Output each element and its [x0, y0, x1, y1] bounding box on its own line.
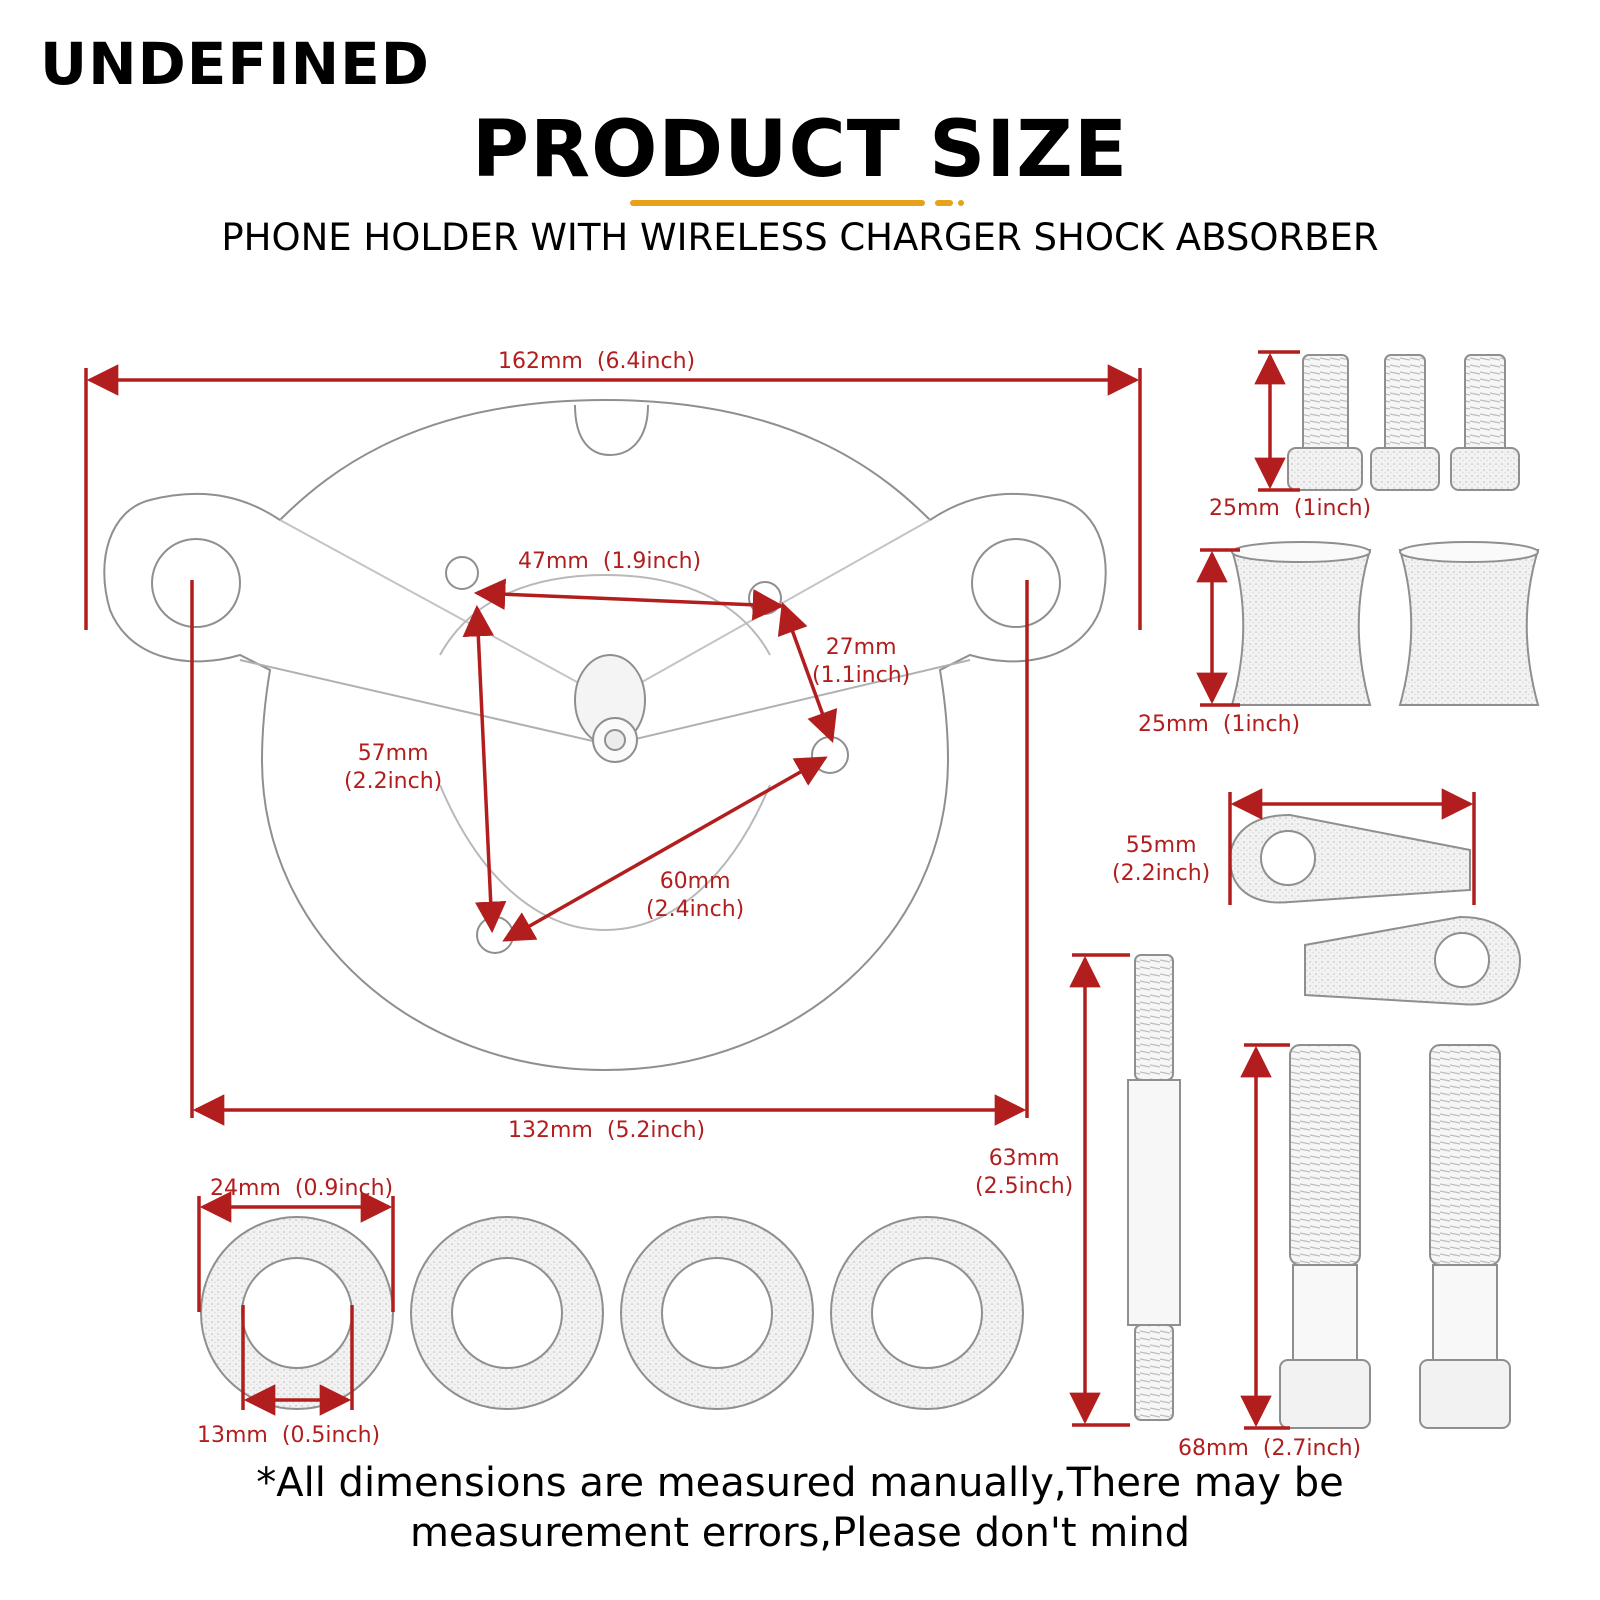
disclaimer-line-1: *All dimensions are measured manually,Th…: [256, 1460, 1344, 1506]
hole-57-label: 57mm(2.2inch): [344, 741, 443, 794]
bolts: [1279, 1044, 1511, 1429]
spacers: [1230, 541, 1540, 706]
page-subtitle: PHONE HOLDER WITH WIRELESS CHARGER SHOCK…: [221, 216, 1379, 259]
washers: [200, 1216, 1024, 1410]
screw-dimension: [1254, 350, 1300, 492]
hole-47-label: 47mm (1.9inch): [518, 549, 702, 574]
tab-length-label: 55mm(2.2inch): [1112, 833, 1211, 886]
hole-60-label: 60mm(2.4inch): [646, 869, 745, 922]
washer-inner-label: 13mm (0.5inch): [197, 1423, 381, 1448]
bolt-length-label: 68mm (2.7inch): [1178, 1436, 1362, 1461]
tabs: [1228, 813, 1522, 1006]
disclaimer-line-2: measurement errors,Please don't mind: [409, 1510, 1191, 1556]
stud-length-label: 63mm(2.5inch): [975, 1146, 1074, 1199]
page-title: PRODUCT SIZE: [471, 105, 1129, 195]
measurement-disclaimer: *All dimensions are measured manually,Th…: [0, 1458, 1600, 1558]
stud: [1127, 954, 1181, 1421]
plate-width-label: 162mm (6.4inch): [498, 349, 696, 374]
mount-span-label: 132mm (5.2inch): [508, 1118, 706, 1143]
tab-dimension: [1228, 788, 1476, 905]
spacer-dimension: [1196, 548, 1240, 707]
bolt-dimension: [1240, 1043, 1290, 1430]
brand-logo: UNDEFINED: [40, 30, 430, 98]
mounting-plate: [103, 398, 1107, 1072]
screw-length-label: 25mm (1inch): [1209, 496, 1372, 521]
title-underline: [630, 200, 964, 206]
washer-dimension: [197, 1191, 395, 1416]
plate-dimension-lines: [84, 364, 1142, 1126]
screws: [1287, 354, 1520, 491]
hole-27-label: 27mm(1.1inch): [812, 635, 911, 688]
spacer-length-label: 25mm (1inch): [1138, 712, 1301, 737]
washer-outer-label: 24mm (0.9inch): [210, 1176, 394, 1201]
stud-dimension: [1069, 953, 1130, 1427]
